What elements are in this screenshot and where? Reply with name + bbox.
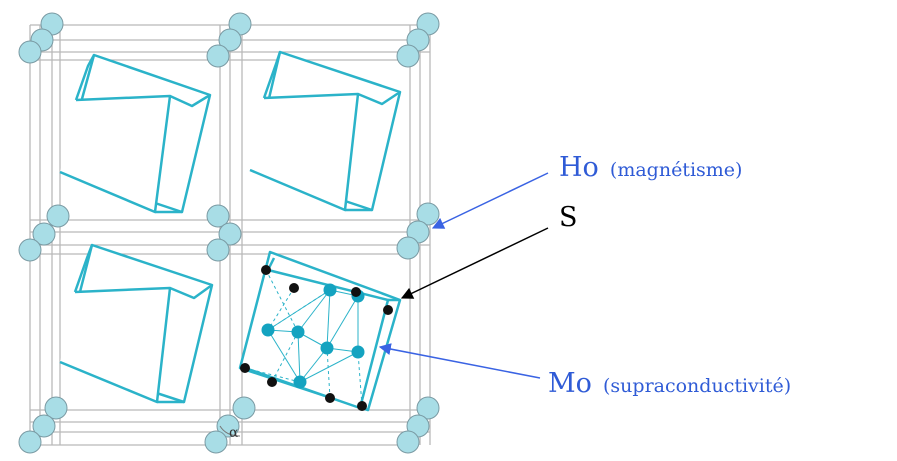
s-atoms: [240, 265, 393, 411]
ho-atom-cluster: [396, 396, 440, 454]
mo-atom: [351, 345, 365, 359]
ho-atom-cluster: [206, 204, 242, 262]
mo-atom: [320, 341, 334, 355]
s-label: S: [559, 202, 578, 233]
ho-atom-cluster: [204, 396, 256, 454]
s-pointer-arrow: [400, 227, 549, 299]
s-atom: [357, 401, 367, 411]
mo-cluster-cube-top-right: [249, 50, 402, 212]
ho-atom-cluster: [18, 396, 68, 454]
ho-atom-cluster: [18, 12, 64, 64]
ho-label: Ho (magnétisme): [559, 152, 742, 183]
ho-atom-cluster: [396, 202, 440, 260]
mo-cluster-cube-bottom-left: [59, 243, 214, 404]
ho-note: (magnétisme): [610, 159, 743, 181]
angle-arc: [219, 425, 241, 437]
mo-pointer-arrow: [378, 343, 541, 379]
s-atom: [261, 265, 271, 275]
ho-atom-cluster: [396, 12, 440, 68]
mo-atom: [293, 375, 307, 389]
s-atom: [289, 283, 299, 293]
s-atom: [240, 363, 250, 373]
ho-element: Ho: [559, 152, 599, 183]
s-atom: [351, 287, 361, 297]
mo-cluster-cube-top-left: [59, 53, 212, 214]
s-atom: [383, 305, 393, 315]
angle-alpha-label: α: [229, 425, 239, 441]
mo-element: Mo: [548, 368, 592, 399]
ho-pointer-arrow: [431, 172, 549, 229]
ho-atom-cluster: [206, 12, 252, 68]
s-atom: [325, 393, 335, 403]
ho-atom-cluster: [18, 204, 70, 262]
mo-note: (supraconductivité): [603, 375, 791, 397]
mo-atom: [323, 283, 337, 297]
mo-atom: [291, 325, 305, 339]
mo-label: Mo (supraconductivité): [548, 368, 791, 399]
s-atom: [267, 377, 277, 387]
ho-atoms: [18, 12, 440, 454]
mo-atom: [261, 323, 275, 337]
